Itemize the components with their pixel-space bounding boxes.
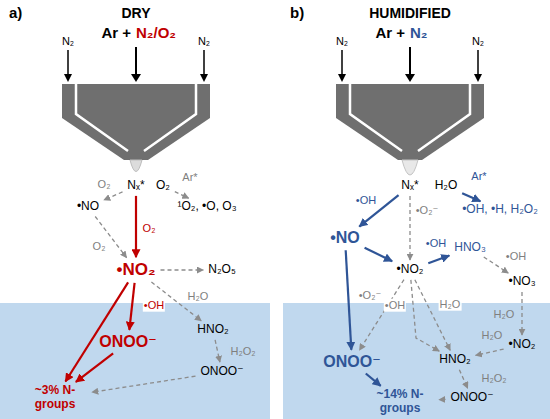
reaction-arrow [346,250,352,350]
species-text: HNO₂ [439,353,470,367]
reaction-arrow [409,196,410,260]
shielding-gas: N₂ [61,35,75,48]
shielding-gas: N₂ [335,35,349,48]
species-text: ~14% N-groups [366,388,434,416]
reagent-label: •OH [143,299,165,312]
species-node: •OH, •H, H₂O₂ [459,202,541,218]
liquid-humid [283,303,550,419]
species-text: ¹O₂, •O, O₃ [177,200,236,214]
reaction-arrow [521,292,522,335]
species-text: Nₓ* [401,179,418,193]
reagent-label: H₂O₂ [229,345,256,358]
species-node: •NO [74,199,102,215]
species-text: O₂ [156,179,170,193]
species-node: HNO₂ [194,322,231,338]
species-text: H₂O [435,179,458,193]
species-node: ~14% N-groups [363,387,437,417]
species-text: •NO [330,229,360,247]
shielding-gas: N₂ [197,35,211,48]
reaction-arrow [175,192,189,199]
reagent-label: •O₂⁻ [415,204,439,217]
reagent-label: H₂O [439,298,462,311]
plasma-jet-nozzle [336,47,484,175]
reaction-arrow [92,376,196,392]
species-node: N₂O₅ [205,262,239,278]
reagent-label: •OH [355,194,377,207]
species-text: •OH, •H, H₂O₂ [462,203,538,217]
reagent-label: Ar* [181,171,198,184]
species-node: ONOO⁻ [197,364,246,380]
reagent-label: •O₂⁻ [358,289,382,302]
species-text: •NO₂ [116,260,155,280]
species-text: •NO [77,200,99,214]
reagent-label: H₂O₂ [480,372,507,385]
reaction-arrow [411,280,439,351]
condition-title: DRY [120,5,151,21]
plasma-jet-nozzle [62,47,210,172]
species-node: •NO [327,228,363,248]
species-text: •NO₃ [508,275,535,289]
species-node: •NO₂ [394,262,427,278]
reagent-label: •OH [384,299,406,312]
feed-gas: Ar + [100,24,132,41]
species-node: ~3% N-groups [20,383,90,413]
reaction-arrow [135,196,137,257]
species-node: H₂O [432,178,461,194]
reagent-label: H₂O [493,308,516,321]
reaction-arrow [476,349,504,355]
condition-title: HUMIDIFIED [368,5,452,21]
reagent-label: •OH [425,237,447,250]
species-text: ~3% N-groups [23,384,87,412]
species-node: Nₓ* [398,178,421,194]
species-node: O₂ [153,178,173,194]
panel-label: b) [289,4,305,21]
reagent-label: O₂ [92,240,107,253]
reaction-arrow [65,282,128,381]
reagent-label: O₂ [97,178,112,191]
species-text: ONOO⁻ [99,333,156,351]
species-node: •NO₃ [505,274,538,290]
reaction-arrow [365,248,393,262]
species-text: ONOO⁻ [450,391,493,405]
reaction-arrow [161,269,204,270]
species-text: •NO₂ [509,338,536,352]
species-text: Nₓ* [127,179,144,193]
species-node: ¹O₂, •O, O₃ [174,199,239,215]
species-node: HNO₂ [436,352,473,368]
species-text: N₂O₅ [208,263,236,277]
species-node: ONOO⁻ [96,332,159,352]
reaction-arrow [76,353,113,382]
reaction-arrow [366,373,381,385]
species-text: ONOO⁻ [323,353,380,371]
reaction-arrow [439,399,445,401]
reaction-arrow [104,192,123,200]
feed-gas-admixture: N₂/O₂ [135,24,177,41]
reagent-label: Ar* [470,170,487,183]
shielding-gas: N₂ [471,35,485,48]
reagent-label: O₂ [142,222,157,235]
reaction-arrow [215,340,220,362]
species-node: •NO₂ [506,337,539,353]
species-node: ONOO⁻ [447,390,496,406]
liquid-dry [0,303,270,419]
reaction-arrow [459,370,467,389]
species-node: Nₓ* [124,178,147,194]
species-node: •NO₂ [113,259,158,281]
species-text: HNO₃ [454,241,486,255]
reaction-arrow [428,256,449,264]
reagent-label: •OH [505,250,527,263]
panel-label: a) [8,4,23,21]
reagent-label: H₂O [187,290,210,303]
species-text: ONOO⁻ [200,365,243,379]
reaction-arrow [129,283,134,330]
feed-gas: Ar + [374,24,406,41]
reaction-arrow [462,193,480,201]
species-node: ONOO⁻ [320,352,383,372]
species-text: •NO₂ [397,263,424,277]
reagent-label: H₂O [481,329,504,342]
reaction-arrow [415,280,450,351]
feed-gas-admixture: N₂ [409,24,429,41]
species-text: HNO₂ [197,323,228,337]
species-node: HNO₃ [451,240,489,256]
